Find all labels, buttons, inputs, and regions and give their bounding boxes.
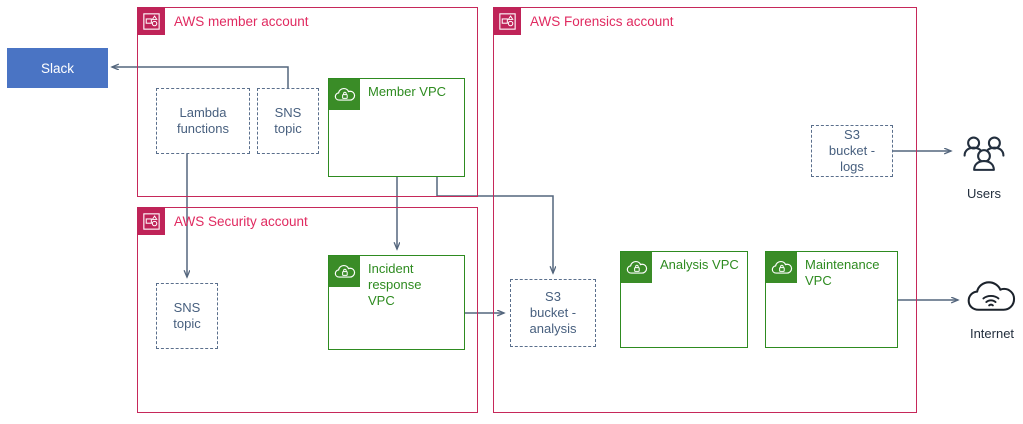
vpc-cloud-lock-icon (329, 256, 360, 287)
member-vpc-box[interactable]: Member VPC (328, 78, 465, 177)
incident-response-vpc-label: Incident response VPC (368, 261, 422, 308)
analysis-vpc-label: Analysis VPC (660, 257, 739, 272)
aws-security-account-container: AWS Security account (137, 207, 478, 413)
vpc-cloud-lock-icon (766, 252, 797, 283)
analysis-vpc-box[interactable]: Analysis VPC (620, 251, 748, 348)
member-vpc-label: Member VPC (368, 84, 447, 99)
s3-bucket-analysis-label: S3 bucket - analysis (529, 289, 577, 336)
users-label: Users (967, 186, 1001, 201)
s3-bucket-logs-label: S3 bucket - logs (828, 127, 876, 174)
maintenance-vpc-box[interactable]: Maintenance VPC (765, 251, 898, 348)
s3-bucket-logs-box[interactable]: S3 bucket - logs (811, 125, 893, 177)
aws-forensics-account-title: AWS Forensics account (530, 14, 674, 29)
vpc-cloud-lock-icon (329, 79, 360, 110)
users-node: Users (955, 134, 1013, 202)
aws-account-icon (137, 207, 165, 235)
incident-response-vpc-box[interactable]: Incident response VPC (328, 255, 465, 350)
aws-member-account-title: AWS member account (174, 14, 309, 29)
aws-security-account-title: AWS Security account (174, 214, 308, 229)
s3-bucket-analysis-box[interactable]: S3 bucket - analysis (510, 279, 596, 347)
slack-label: Slack (40, 60, 74, 76)
maintenance-vpc-label: Maintenance VPC (805, 257, 880, 288)
lambda-functions-label: Lambda functions (176, 105, 230, 136)
internet-label: Internet (969, 326, 1015, 341)
internet-cloud-icon (966, 280, 1018, 323)
users-icon (958, 134, 1010, 183)
sns-topic-member-label: SNS topic (274, 105, 302, 136)
sns-topic-security-box[interactable]: SNS topic (156, 283, 218, 349)
sns-topic-member-box[interactable]: SNS topic (257, 88, 319, 154)
lambda-functions-box[interactable]: Lambda functions (156, 88, 250, 154)
sns-topic-security-label: SNS topic (173, 300, 201, 331)
aws-forensics-account-container: AWS Forensics account (493, 7, 917, 413)
slack-box[interactable]: Slack (7, 48, 108, 88)
aws-account-icon (137, 7, 165, 35)
aws-account-icon (493, 7, 521, 35)
vpc-cloud-lock-icon (621, 252, 652, 283)
internet-node: Internet (962, 280, 1022, 342)
aws-member-account-container: AWS member account (137, 7, 478, 197)
